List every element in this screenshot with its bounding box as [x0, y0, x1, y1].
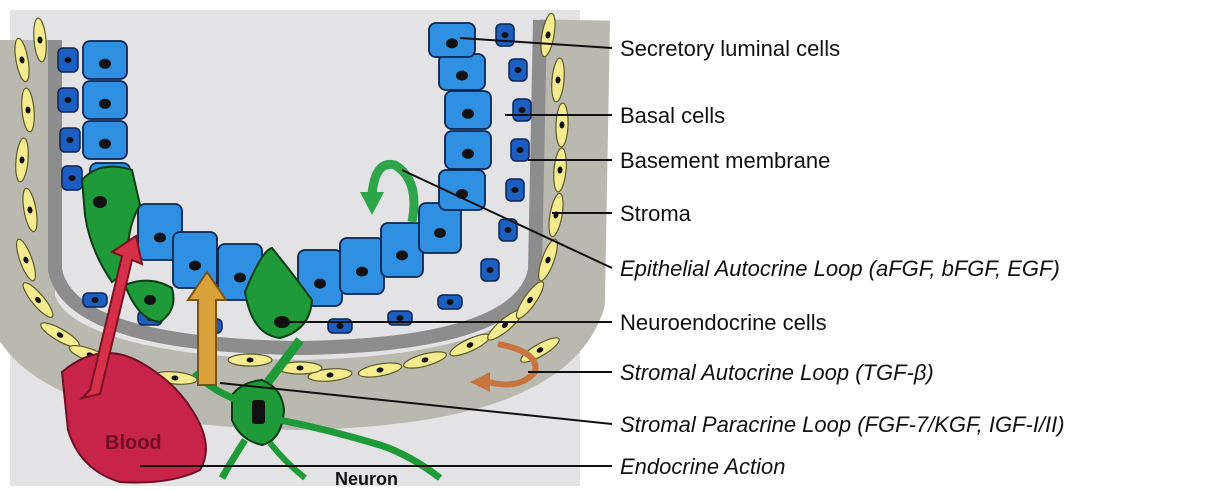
- label-epithelial-autocrine-loop: Epithelial Autocrine Loop (aFGF, bFGF, E…: [620, 256, 1060, 281]
- callout-labels: Secretory luminal cells Basal cells Base…: [620, 36, 1065, 479]
- basal-cell: [506, 179, 524, 201]
- basal-cell: [58, 48, 78, 72]
- label-stromal-paracrine-loop: Stromal Paracrine Loop (FGF-7/KGF, IGF-I…: [620, 412, 1065, 437]
- luminal-cell: [83, 121, 127, 159]
- luminal-cell: [381, 223, 423, 277]
- nucleus: [144, 295, 156, 305]
- nucleus: [274, 316, 290, 328]
- label-basal-cells: Basal cells: [620, 103, 725, 128]
- blood-label: Blood: [105, 432, 162, 454]
- basal-cell: [496, 24, 514, 46]
- basal-cell: [438, 295, 462, 309]
- luminal-cell: [83, 41, 127, 79]
- nucleus: [252, 400, 265, 424]
- basal-cell: [481, 259, 499, 281]
- basal-cell: [83, 293, 107, 307]
- label-endocrine-action: Endocrine Action: [620, 454, 786, 479]
- basal-cell: [60, 128, 80, 152]
- basal-cell: [58, 88, 78, 112]
- nucleus: [93, 196, 107, 208]
- basal-cell: [62, 166, 82, 190]
- label-basement-membrane: Basement membrane: [620, 148, 830, 173]
- luminal-cell: [429, 23, 475, 57]
- label-stromal-autocrine-loop: Stromal Autocrine Loop (TGF-β): [620, 360, 934, 385]
- luminal-cell: [445, 131, 491, 169]
- luminal-cell: [445, 91, 491, 129]
- stroma-cell: [228, 354, 272, 366]
- basal-cell: [513, 99, 531, 121]
- basal-cell: [511, 139, 529, 161]
- neuron-label: Neuron: [335, 469, 398, 489]
- label-stroma: Stroma: [620, 201, 692, 226]
- label-neuroendocrine-cells: Neuroendocrine cells: [620, 310, 827, 335]
- luminal-cell: [340, 238, 384, 294]
- label-secretory-luminal-cells: Secretory luminal cells: [620, 36, 840, 61]
- luminal-cell: [83, 81, 127, 119]
- basal-cell: [509, 59, 527, 81]
- luminal-cell: [439, 54, 485, 90]
